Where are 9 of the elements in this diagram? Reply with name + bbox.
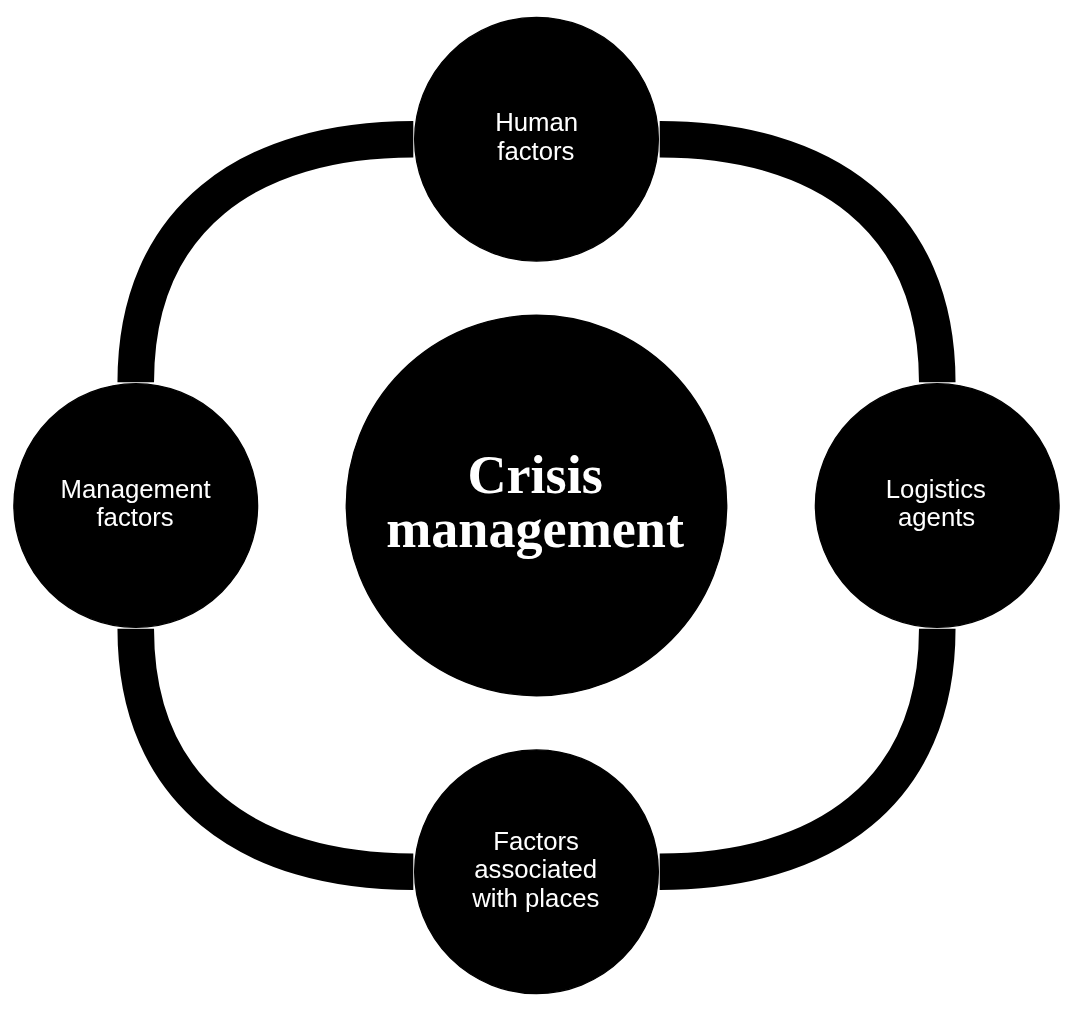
node-circle: Logistics agents — [814, 382, 1060, 629]
connector — [117, 627, 415, 890]
node-circle: Crisis management — [345, 314, 728, 697]
node-circle: Management factors — [13, 382, 259, 629]
node-circle: Human factors — [413, 16, 660, 262]
connector — [117, 121, 415, 384]
connector — [658, 627, 956, 890]
node-circle: Factors associated with places — [413, 749, 660, 995]
connector — [658, 121, 956, 384]
